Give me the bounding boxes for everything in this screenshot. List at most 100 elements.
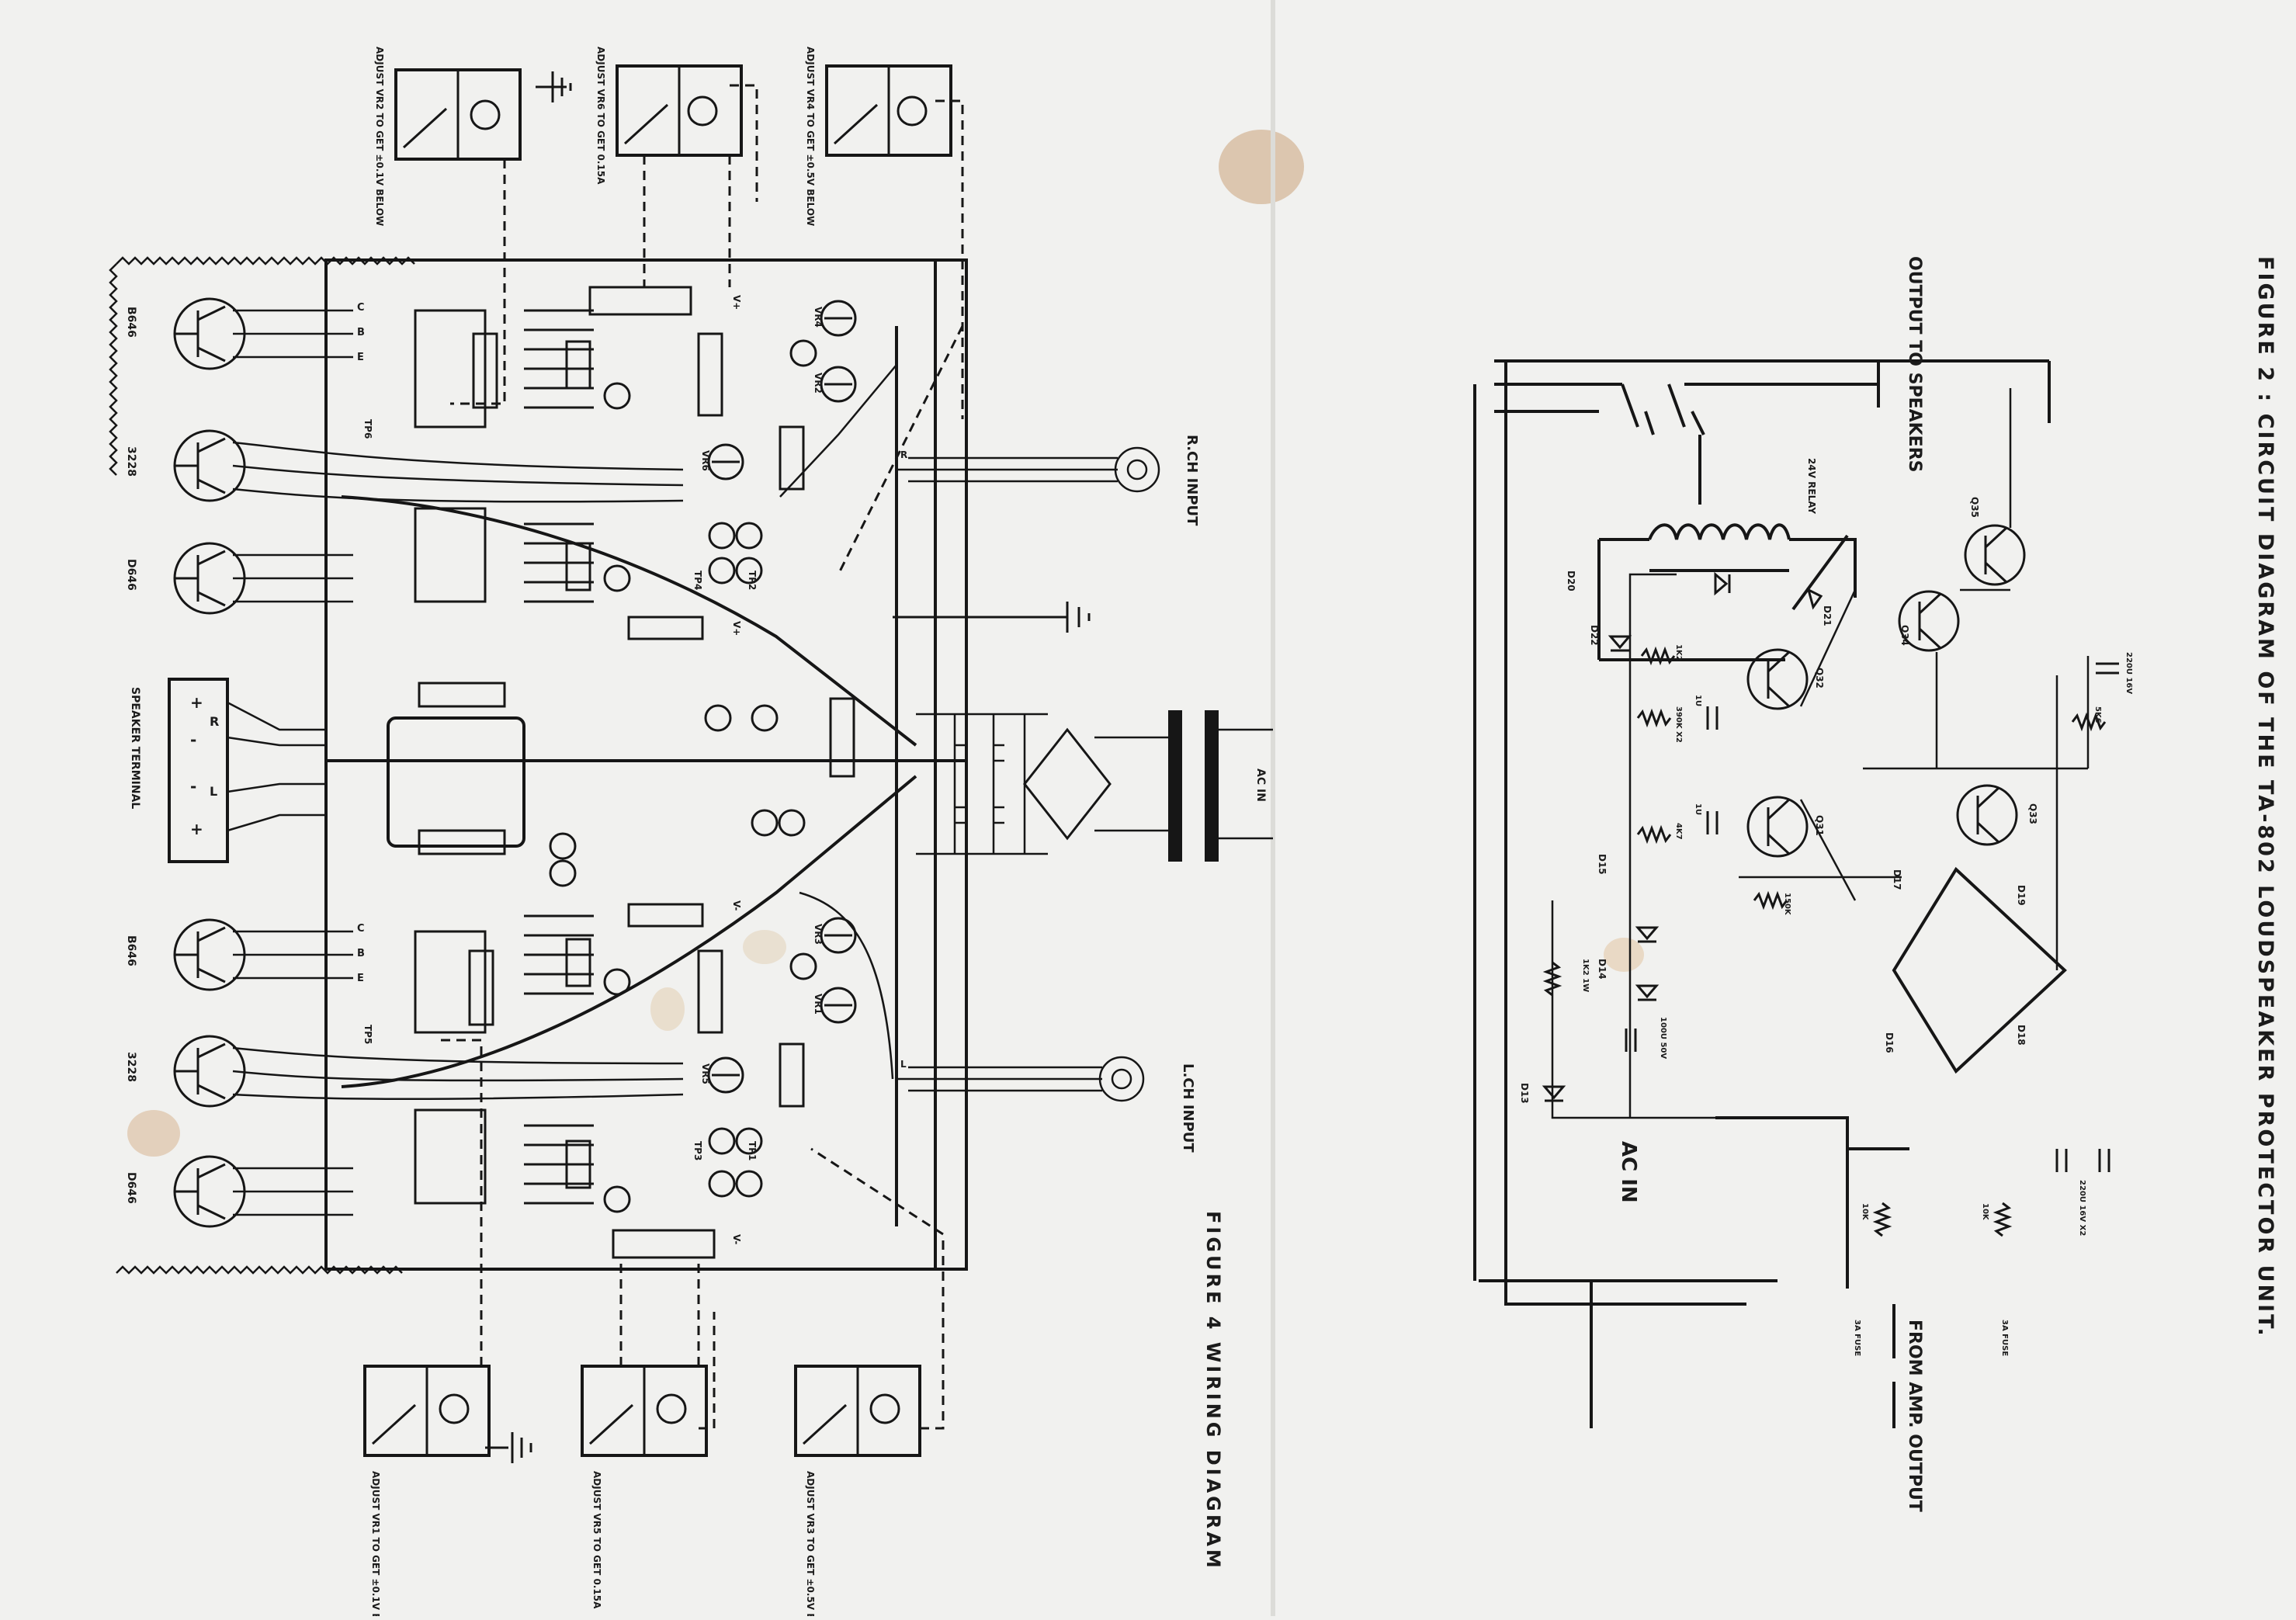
heatsink-edge-bottom bbox=[116, 1265, 403, 1275]
transistor-label: B646 bbox=[125, 935, 137, 966]
diode-label: D15 bbox=[1597, 854, 1608, 875]
adjust-note-top: ADJUST VR4 TO GET ±0.5V BELOW bbox=[805, 47, 816, 226]
wiring-caption: FIGURE 4 WIRING DIAGRAM bbox=[1202, 1211, 1224, 1571]
part-label: 1K2 bbox=[1674, 644, 1683, 661]
adjust-note-top: ADJUST VR6 TO GET 0.15A bbox=[595, 47, 606, 185]
part-label: 390K X2 bbox=[1674, 706, 1683, 743]
adjust-note-top: ADJUST VR2 TO GET ±0.1V BELOW bbox=[374, 47, 385, 226]
ac-in-label: AC IN bbox=[1254, 768, 1267, 802]
small-components bbox=[549, 339, 817, 1213]
ground-symbol bbox=[485, 1432, 532, 1463]
part-label: 10K bbox=[1861, 1203, 1869, 1221]
protector-circuit: D20 D21 D22 D15 D14 D13 D16 D17 D18 D19 … bbox=[1473, 256, 2277, 1512]
terminal-sign: - bbox=[190, 730, 196, 749]
relay-contacts bbox=[1494, 359, 2051, 505]
multimeter-top-3 bbox=[825, 64, 964, 575]
trimmer-vr1[interactable] bbox=[820, 987, 857, 1024]
resistor bbox=[697, 949, 723, 1034]
transistor-label: 3228 bbox=[125, 446, 137, 477]
output-label: OUTPUT TO SPEAKERS bbox=[1905, 256, 1924, 472]
lch-input-label: L.CH INPUT bbox=[1180, 1063, 1196, 1153]
diode-label: D20 bbox=[1566, 571, 1576, 591]
multimeter-top-1 bbox=[394, 68, 522, 405]
part-label: 4K7 bbox=[1674, 823, 1683, 840]
adjust-note-bottom: ADJUST VR5 TO GET 0.15A bbox=[591, 1471, 602, 1609]
relay-coil bbox=[1597, 523, 1857, 661]
pin-letter: B bbox=[357, 948, 365, 959]
part-label: 1K2 1W bbox=[1581, 959, 1590, 992]
circuit-wire bbox=[1504, 361, 1746, 1306]
filter-capacitor-block bbox=[414, 309, 487, 428]
transistor-q32 bbox=[1746, 648, 1809, 710]
filter-capacitor-block bbox=[414, 1108, 487, 1205]
terminal-sign: - bbox=[190, 777, 196, 796]
power-transformer bbox=[1094, 710, 1273, 862]
resistor bbox=[829, 697, 855, 778]
lch-input-cable bbox=[897, 1056, 1145, 1102]
trimmer-vr6[interactable] bbox=[707, 443, 744, 480]
trimmer-vr2[interactable] bbox=[820, 366, 857, 403]
multimeter-bottom-2 bbox=[581, 1257, 716, 1457]
part-label: 150K bbox=[1783, 893, 1791, 916]
resistor bbox=[472, 332, 498, 409]
speaker-terminal-block bbox=[168, 678, 229, 863]
trimmer-label: VR3 bbox=[813, 924, 824, 945]
rail-label: V+ bbox=[731, 295, 742, 310]
driver-heatsink bbox=[524, 1124, 594, 1205]
transistor-q33 bbox=[1956, 784, 2018, 846]
part-label: 10K bbox=[1981, 1203, 1989, 1221]
transistor-label: Q35 bbox=[1969, 497, 1980, 518]
diode-label: D22 bbox=[1589, 625, 1600, 646]
paper-stain bbox=[743, 930, 786, 964]
circuit-caption: FIGURE 2 : CIRCUIT DIAGRAM OF THE TA-802… bbox=[2253, 256, 2277, 1338]
transistor-label: Q33 bbox=[2027, 803, 2038, 824]
transistor-leads bbox=[232, 309, 684, 1216]
pin-letter: C bbox=[357, 302, 365, 314]
part-label: 100U 50V bbox=[1659, 1017, 1667, 1059]
test-point-label: TP2 bbox=[747, 571, 758, 590]
power-transistor bbox=[173, 429, 246, 502]
terminal-sign: + bbox=[190, 693, 203, 712]
paper-stain bbox=[650, 987, 685, 1031]
fuse-holder bbox=[418, 682, 506, 708]
test-point-label: TP5 bbox=[362, 1025, 373, 1044]
trimmer-vr3[interactable] bbox=[820, 917, 857, 954]
test-point-label: TP4 bbox=[692, 571, 703, 590]
diode-label: D21 bbox=[1822, 605, 1833, 626]
relay-label: 24V RELAY bbox=[1806, 458, 1817, 514]
trimmer-vr4[interactable] bbox=[820, 300, 857, 337]
fuse-holder bbox=[418, 829, 506, 855]
part-label: 5K6 bbox=[2093, 706, 2102, 723]
ground-symbol bbox=[893, 602, 1091, 633]
trimmer-vr5[interactable] bbox=[707, 1056, 744, 1094]
diode-label: D17 bbox=[1892, 869, 1902, 890]
part-label: 1U bbox=[1694, 803, 1702, 815]
filter-caps bbox=[916, 713, 1048, 855]
circuit-diodes bbox=[1542, 571, 1823, 1102]
power-transistor bbox=[173, 918, 246, 991]
l-label: L bbox=[900, 1059, 907, 1070]
resistor bbox=[627, 903, 704, 928]
power-transistor bbox=[173, 1035, 246, 1108]
terminal-letter: L bbox=[210, 784, 217, 799]
speaker-terminal-label: SPEAKER TERMINAL bbox=[129, 687, 141, 809]
diode-label: D19 bbox=[2016, 885, 2027, 906]
bridge-rectifier bbox=[387, 716, 525, 848]
adjust-note-bottom: ADJUST VR1 TO GET ±0.1V BELOW bbox=[370, 1471, 381, 1616]
multimeter-top-2 bbox=[616, 64, 758, 287]
transistor-label: Q34 bbox=[1899, 625, 1910, 646]
multimeter-bottom-3 bbox=[794, 1147, 945, 1457]
transistor-label: Q31 bbox=[1814, 815, 1825, 836]
fuse-label: 3A FUSE bbox=[1853, 1320, 1861, 1356]
power-transistor bbox=[173, 542, 246, 615]
transistor-label: Q32 bbox=[1814, 668, 1825, 689]
trimmer-label: VR1 bbox=[813, 994, 824, 1015]
pin-letter: B bbox=[357, 327, 365, 338]
rch-input-cable bbox=[897, 446, 1160, 493]
driver-heatsink bbox=[524, 522, 594, 603]
trimmer-label: VR4 bbox=[813, 307, 824, 328]
terminal-sign: + bbox=[190, 820, 203, 838]
filter-capacitor-block bbox=[414, 507, 487, 603]
